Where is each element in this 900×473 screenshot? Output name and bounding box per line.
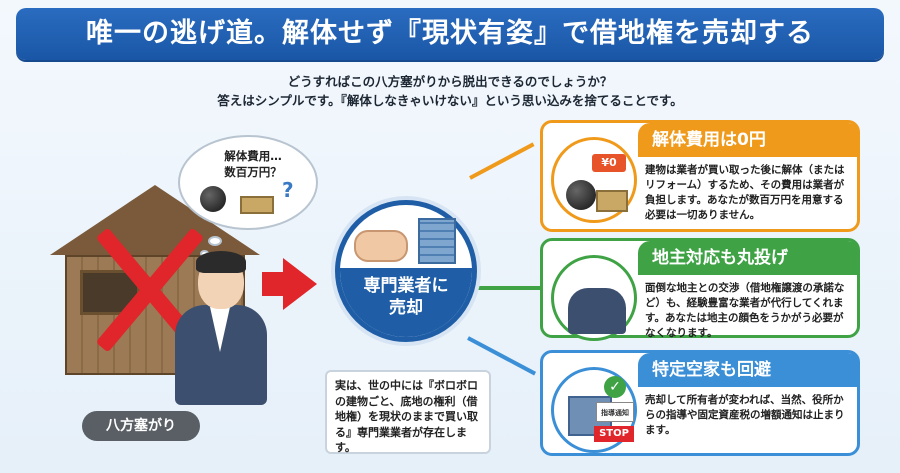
thought-dot — [208, 236, 222, 246]
intro-text: どうすればこの八方塞がりから脱出できるのでしょうか？ 答えはシンプルです。『解体… — [60, 72, 840, 110]
notice-document-icon: 指導通知 — [596, 402, 634, 422]
negotiation-people-icon — [568, 288, 626, 334]
worried-man-illustration — [170, 251, 270, 405]
page-title: 唯一の逃げ道。解体せず『現状有姿』で借地権を売却する — [16, 8, 884, 60]
stop-sign-icon: STOP — [594, 426, 634, 442]
card-title: 特定空家も回避 — [638, 353, 860, 387]
question-mark-icon: ? — [282, 178, 294, 202]
card-body: 面倒な地主との交渉（借地権譲渡の承諾など）も、経験豊富な業者が代行してくれます。… — [645, 282, 845, 339]
intro-line-1: どうすればこの八方塞がりから脱出できるのでしょうか？ — [287, 74, 613, 89]
thought-line-1: 解体費用… — [224, 149, 282, 163]
connector-line — [469, 142, 535, 180]
wrecking-ball-icon — [566, 180, 596, 210]
right-arrow-icon — [283, 258, 317, 310]
arrow-tail — [262, 272, 286, 296]
cash-stack-icon — [596, 190, 628, 212]
benefit-card-landlord: 地主対応も丸投げ 面倒な地主との交渉（借地権譲渡の承諾など）も、経験豊富な業者が… — [540, 238, 860, 341]
specialist-note: 実は、世の中には『ボロボロの建物ごと、底地の権利（借地権）を現状のままで買い取る… — [325, 370, 491, 454]
specialist-line-1: 専門業者に — [363, 276, 449, 296]
person-hair — [196, 251, 246, 273]
thought-text: 解体費用… 数百万円？ — [208, 148, 298, 180]
handshake-icon — [354, 230, 408, 262]
connector-line — [478, 286, 542, 290]
yen-zero-tag: ¥0 — [592, 154, 626, 172]
building-icon — [418, 218, 456, 264]
deadlock-label: 八方塞がり — [82, 411, 200, 441]
specialist-line-2: 売却 — [389, 298, 423, 318]
intro-line-2: 答えはシンプルです。『解体しなきゃいけない』という思い込みを捨てることです。 — [217, 93, 683, 108]
thought-bubble — [178, 135, 318, 230]
card-icon-circle: ✓ 指導通知 STOP — [551, 367, 637, 453]
card-body: 売却して所有者が変われば、当然、役所からの指導や固定資産税の増額通知は止まります… — [645, 394, 845, 436]
card-title: 地主対応も丸投げ — [638, 241, 860, 275]
card-title: 解体費用は0円 — [638, 123, 860, 157]
thought-line-2: 数百万円？ — [224, 165, 282, 179]
benefit-card-vacant-house: ✓ 指導通知 STOP 特定空家も回避 売却して所有者が変われば、当然、役所から… — [540, 350, 860, 456]
benefit-card-demolition: ¥0 解体費用は0円 建物は業者が買い取った後に解体（またはリフォーム）するため… — [540, 120, 860, 232]
wrecking-ball-icon — [200, 186, 226, 212]
card-icon-circle: ¥0 — [551, 137, 637, 223]
cash-stack-icon — [240, 196, 274, 214]
card-body: 建物は業者が買い取った後に解体（またはリフォーム）するため、その費用は業者が負担… — [645, 164, 845, 221]
specialist-label: 専門業者に 売却 — [340, 275, 472, 319]
check-icon: ✓ — [604, 376, 626, 398]
card-icon-circle — [551, 255, 637, 341]
